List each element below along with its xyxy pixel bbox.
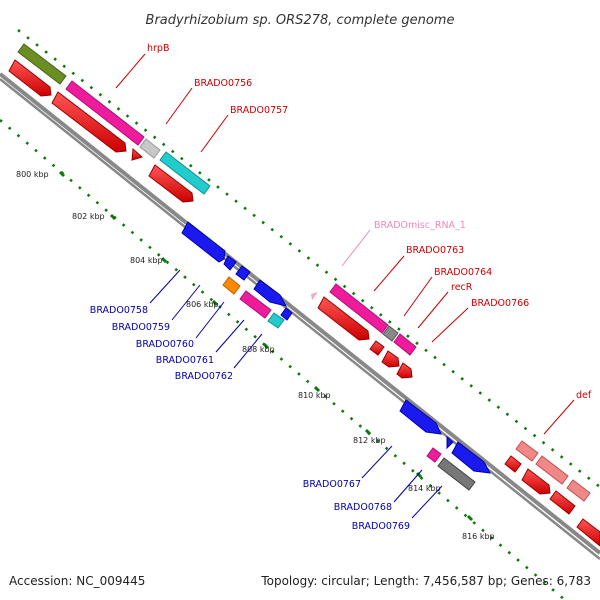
genome-backbone: [0, 72, 600, 560]
inner-strand-genes: [181, 221, 491, 491]
gene-red[interactable]: [317, 296, 370, 341]
gene-red[interactable]: [131, 147, 144, 161]
label-hrpB[interactable]: hrpB: [147, 43, 169, 54]
gene-red[interactable]: [521, 468, 551, 495]
track-guides: [0, 28, 600, 600]
label-BRADO0756[interactable]: BRADO0756: [194, 78, 252, 89]
tick-label: 802 kbp: [72, 212, 105, 221]
gene-BRADO0767-b[interactable]: [446, 435, 454, 450]
label-BRADO0763[interactable]: BRADO0763: [406, 245, 464, 256]
gene-def-b[interactable]: [535, 455, 569, 485]
label-BRADO0768[interactable]: BRADO0768: [334, 502, 392, 513]
gene-red[interactable]: [504, 455, 522, 473]
gene-BRADO0761[interactable]: [239, 290, 272, 319]
callout-lines: [115, 53, 575, 519]
gene-red[interactable]: [369, 340, 385, 356]
gene-red[interactable]: [381, 350, 400, 368]
gene-BRADO0762[interactable]: [267, 312, 285, 329]
gene-red[interactable]: [576, 518, 600, 547]
tick-label: 812 kbp: [353, 436, 386, 445]
tick-label: 804 kbp: [130, 256, 163, 265]
gene-BRADO0769[interactable]: [437, 457, 476, 491]
label-BRADO0761[interactable]: BRADO0761: [156, 355, 214, 366]
gene-BRADO0768[interactable]: [426, 447, 442, 463]
gene-BRADO0760[interactable]: [253, 279, 287, 307]
label-BRADO0758[interactable]: BRADO0758: [90, 305, 148, 316]
label-BRADOmisc-RNA-1[interactable]: BRADOmisc_RNA_1: [374, 220, 466, 231]
gene-BRADO0759[interactable]: [235, 265, 251, 281]
outer-strand-genes: [17, 43, 591, 502]
red-strand-genes: [8, 59, 600, 547]
gene-labels: hrpB BRADO0756 BRADO0757 BRADOmisc_RNA_1…: [90, 43, 592, 532]
gene-def-a[interactable]: [515, 440, 539, 462]
topology-label: Topology:: [261, 574, 318, 588]
tick-label: 806 kbp: [186, 300, 219, 309]
gene-olive[interactable]: [17, 43, 67, 85]
map-title: Bradyrhizobium sp. ORS278, complete geno…: [146, 13, 455, 28]
gene-BRADO0758-b[interactable]: [223, 255, 237, 271]
label-BRADO0760[interactable]: BRADO0760: [136, 339, 194, 350]
length-label: Length:: [373, 574, 420, 588]
gene-blue-right[interactable]: [451, 441, 491, 474]
accession-info: Accession: NC_009445: [9, 574, 145, 588]
label-def[interactable]: def: [576, 390, 592, 401]
label-BRADO0764[interactable]: BRADO0764: [434, 267, 492, 278]
genes-value: 6,783: [556, 574, 591, 588]
label-BRADO0762[interactable]: BRADO0762: [175, 371, 233, 382]
tick-label: 800 kbp: [16, 170, 49, 179]
genes-label: Genes:: [510, 574, 553, 588]
tick-label: 810 kbp: [298, 391, 331, 400]
gene-def-c[interactable]: [566, 479, 591, 502]
label-BRADO0767[interactable]: BRADO0767: [303, 479, 361, 490]
accession-value: NC_009445: [76, 574, 146, 588]
label-recR[interactable]: recR: [451, 282, 473, 293]
length-value: 7,456,587 bp: [422, 574, 503, 588]
label-BRADO0757[interactable]: BRADO0757: [230, 105, 288, 116]
accession-label: Accession:: [9, 574, 73, 588]
tick-label: 808 kbp: [242, 345, 275, 354]
gene-BRADO0762-b[interactable]: [280, 307, 293, 321]
tick-marks: [58, 170, 474, 522]
gene-red[interactable]: [51, 91, 127, 153]
gene-red[interactable]: [396, 362, 413, 379]
gene-hrpB[interactable]: [65, 80, 145, 146]
label-BRADO0766[interactable]: BRADO0766: [471, 298, 529, 309]
tick-label: 816 kbp: [462, 532, 495, 541]
label-BRADO0769[interactable]: BRADO0769: [352, 521, 410, 532]
gene-red[interactable]: [549, 490, 576, 515]
gene-red[interactable]: [148, 164, 194, 203]
label-BRADO0759[interactable]: BRADO0759: [112, 322, 170, 333]
gene-red[interactable]: [8, 59, 52, 97]
gene-BRADO0763[interactable]: [329, 283, 389, 334]
gene-BRADO0757[interactable]: [159, 151, 211, 195]
gene-BRADO0758[interactable]: [181, 221, 226, 263]
topology-value: circular: [321, 574, 366, 588]
gene-BRADO0756[interactable]: [139, 138, 161, 159]
tick-labels: 800 kbp 802 kbp 804 kbp 806 kbp 808 kbp …: [16, 170, 495, 541]
gene-BRADO0764[interactable]: [382, 325, 399, 342]
gene-misc-RNA[interactable]: [311, 292, 318, 300]
gene-BRADO0760-orange[interactable]: [222, 276, 241, 295]
gene-recR[interactable]: [393, 333, 417, 356]
gene-BRADO0767[interactable]: [399, 399, 442, 435]
tick-label: 814 kbp: [408, 484, 441, 493]
genome-summary: Topology: circular; Length: 7,456,587 bp…: [261, 574, 591, 588]
